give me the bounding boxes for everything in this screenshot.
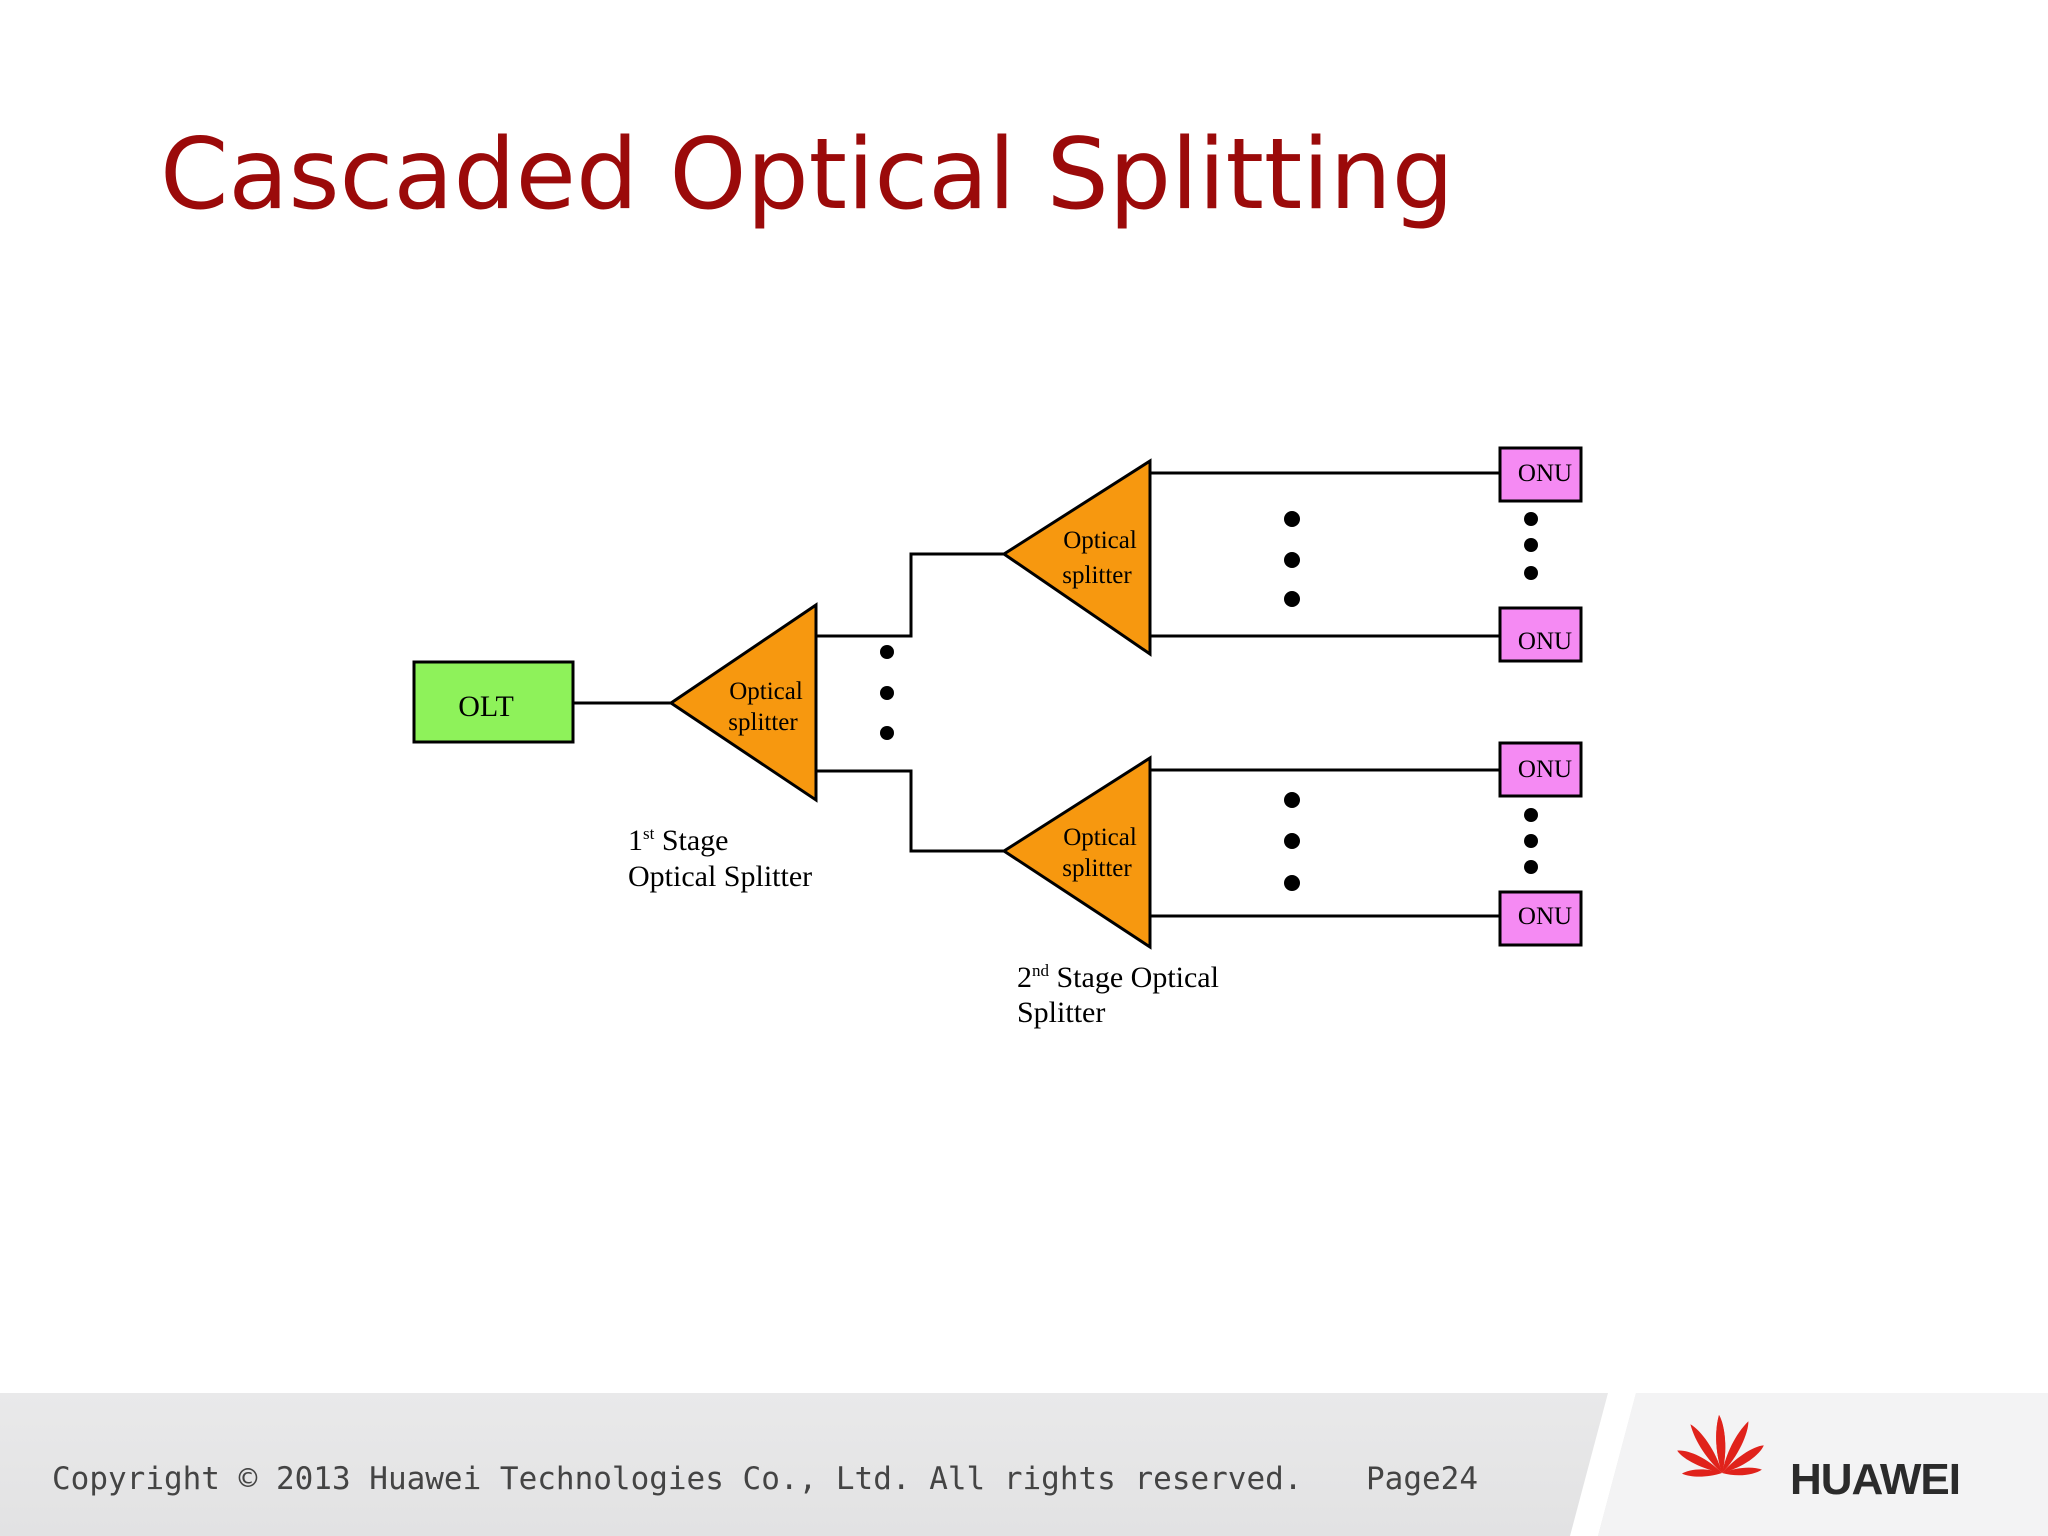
- stage1-splitter-triangle: [668, 602, 818, 803]
- olt-box: [412, 660, 575, 744]
- stage1-splitter: Optical splitter: [668, 602, 818, 803]
- onu-node-3: ONU: [1498, 741, 1583, 798]
- stage2-number: 2: [1017, 961, 1032, 994]
- onu-box: [1498, 446, 1583, 503]
- upper-splitter-triangle: [1001, 458, 1152, 657]
- stage2-caption: 2nd Stage Optical Splitter: [1017, 961, 1219, 1029]
- ellipsis-dot: [880, 645, 894, 659]
- ellipsis-dot: [1524, 808, 1538, 822]
- upper-stage2-splitter: Optical splitter: [1001, 458, 1152, 657]
- ellipsis-dot: [1524, 860, 1538, 874]
- olt-node: OLT: [412, 660, 575, 744]
- stage2-words: Stage Optical: [1049, 961, 1219, 994]
- footer-logo-panel: [1598, 1393, 2048, 1536]
- onu-label: ONU: [1518, 903, 1572, 930]
- stage1-caption-line2: Optical Splitter: [628, 860, 812, 893]
- onu-node-2: ONU: [1498, 606, 1583, 663]
- slide-title: Cascaded Optical Splitting: [160, 118, 1454, 232]
- stage1-to-upper-splitter-line: [816, 552, 1004, 638]
- stage1-splitter-label-line1: Optical: [729, 678, 803, 705]
- stage1-word: Stage: [654, 824, 728, 857]
- onu-box: [1498, 741, 1583, 798]
- upper-splitter-label-line2: splitter: [1062, 562, 1132, 589]
- onu-label: ONU: [1518, 628, 1572, 655]
- ellipsis-dot: [1284, 591, 1300, 607]
- ellipsis-dot: [1524, 566, 1538, 580]
- page-number: Page24: [1366, 1461, 1478, 1497]
- huawei-logo-icon: [1677, 1415, 1764, 1477]
- stage1-caption-line1: 1st Stage: [628, 824, 729, 857]
- lower-splitter-triangle: [1001, 755, 1152, 950]
- ellipsis-dot: [880, 726, 894, 740]
- lower-splitter-label-line1: Optical: [1063, 824, 1137, 851]
- stage1-superscript: st: [643, 824, 655, 843]
- onu-node-4: ONU: [1498, 890, 1583, 947]
- ellipsis-dot: [1524, 834, 1538, 848]
- ellipsis-dot: [1284, 792, 1300, 808]
- stage1-caption: 1st Stage Optical Splitter: [628, 824, 812, 893]
- ellipsis-dot: [1524, 512, 1538, 526]
- upper-splitter-label-line1: Optical: [1063, 527, 1137, 554]
- onu-node-1: ONU: [1498, 446, 1583, 503]
- ellipsis-dot: [1284, 833, 1300, 849]
- footer-band: [0, 1393, 2048, 1536]
- lower-stage2-splitter: Optical splitter: [1001, 755, 1152, 950]
- footer-slash-divider: [1570, 1393, 1636, 1536]
- ellipsis-dots: [880, 511, 1538, 891]
- stage2-caption-line2: Splitter: [1017, 996, 1105, 1029]
- ellipsis-dot: [1524, 538, 1538, 552]
- olt-label: OLT: [458, 690, 514, 723]
- ellipsis-dot: [880, 686, 894, 700]
- onu-box: [1498, 890, 1583, 947]
- ellipsis-dot: [1284, 511, 1300, 527]
- stage1-to-lower-splitter-line: [816, 769, 1004, 853]
- ellipsis-dot: [1284, 552, 1300, 568]
- copyright-text: Copyright © 2013 Huawei Technologies Co.…: [52, 1461, 1303, 1497]
- stage2-caption-line1: 2nd Stage Optical: [1017, 961, 1219, 994]
- onu-box: [1498, 606, 1583, 663]
- connection-lines: [573, 471, 1500, 918]
- stage1-number: 1: [628, 824, 643, 857]
- stage2-superscript: nd: [1032, 961, 1050, 980]
- onu-label: ONU: [1518, 756, 1572, 783]
- lower-splitter-label-line2: splitter: [1062, 855, 1132, 882]
- stage1-splitter-label-line2: splitter: [728, 709, 798, 736]
- ellipsis-dot: [1284, 875, 1300, 891]
- huawei-wordmark: HUAWEI: [1790, 1455, 1961, 1504]
- onu-label: ONU: [1518, 460, 1572, 487]
